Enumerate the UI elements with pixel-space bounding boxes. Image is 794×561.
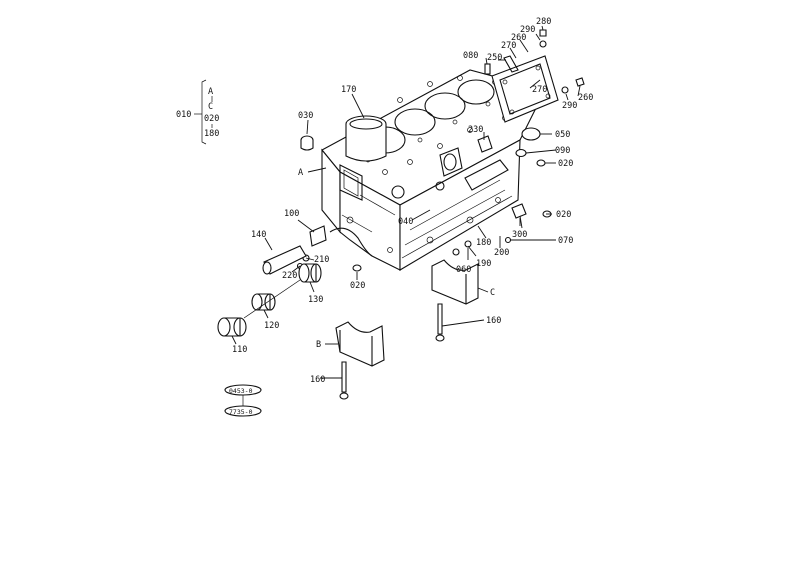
part-label: 020: [556, 210, 571, 220]
part-label: 110: [232, 345, 247, 355]
part-label: 100: [284, 209, 299, 219]
group-item-label: 020: [204, 114, 219, 124]
part-label: 120: [264, 321, 279, 331]
group-main-label: 010: [176, 110, 191, 120]
ref-code: 0453-0: [229, 387, 253, 395]
part-label: 290: [562, 101, 577, 111]
part-label: 020: [558, 159, 573, 169]
part-label: 260: [578, 93, 593, 103]
part-label: 270: [501, 41, 516, 51]
part-label: C: [490, 288, 495, 298]
cylinder-liner: [345, 115, 387, 162]
cover-plate: [491, 55, 559, 123]
part-label: 070: [558, 236, 573, 246]
part-label: 280: [536, 17, 551, 27]
ref-code: 7735-0: [229, 408, 253, 416]
part-label: 020: [350, 281, 365, 291]
group-bracket: 010 A C 020 180: [176, 79, 219, 145]
bushings: [217, 263, 322, 337]
part-label: 060: [456, 265, 471, 275]
part-label: A: [298, 168, 303, 178]
part-label: 210: [314, 255, 329, 265]
part-label: 090: [555, 146, 570, 156]
part-label: 260: [511, 33, 526, 43]
part-label: 290: [520, 25, 535, 35]
group-item-label: A: [208, 87, 213, 97]
part-label: B: [316, 340, 321, 350]
leader-lines: [231, 25, 581, 379]
part-label: 300: [512, 230, 527, 240]
part-label: 080: [463, 51, 478, 61]
group-item-label: C: [208, 102, 213, 112]
part-label: 130: [308, 295, 323, 305]
part-label: 160: [486, 316, 501, 326]
part-label: 140: [251, 230, 266, 240]
cylinder-block: [321, 69, 546, 271]
part-label: 030: [298, 111, 313, 121]
part-labels: 280 290 260 270 250 080 270 290 260 170 …: [232, 17, 593, 385]
part-label: 180: [476, 238, 491, 248]
part-label: 270: [532, 85, 547, 95]
group-item-label: 180: [204, 129, 219, 139]
bearing-caps: [335, 259, 479, 400]
part-label: 250: [487, 53, 502, 63]
part-label: 220: [282, 271, 297, 281]
reference-codes: 0453-0 7735-0: [224, 384, 262, 417]
part-label: 190: [476, 259, 491, 269]
part-label: 160: [310, 375, 325, 385]
part-label: 230: [468, 125, 483, 135]
part-label: 200: [494, 248, 509, 258]
part-label: 170: [341, 85, 356, 95]
part-label: 040: [398, 217, 413, 227]
part-label: 050: [555, 130, 570, 140]
